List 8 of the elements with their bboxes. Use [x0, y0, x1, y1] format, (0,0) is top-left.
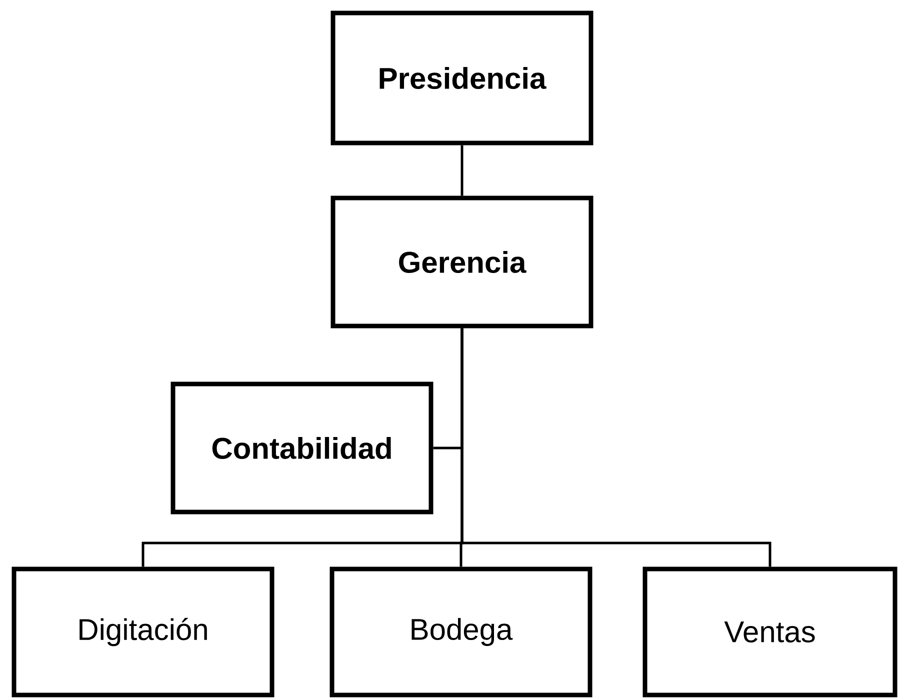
org-box: Contabilidad: [170, 382, 434, 514]
org-box: Digitación: [12, 566, 274, 698]
org-box: Bodega: [330, 566, 592, 698]
org-box: Gerencia: [330, 196, 594, 328]
org-box: Ventas: [642, 566, 898, 698]
org-box: Presidencia: [330, 10, 594, 146]
connector-line: [458, 328, 772, 567]
connector-line: [460, 145, 464, 196]
